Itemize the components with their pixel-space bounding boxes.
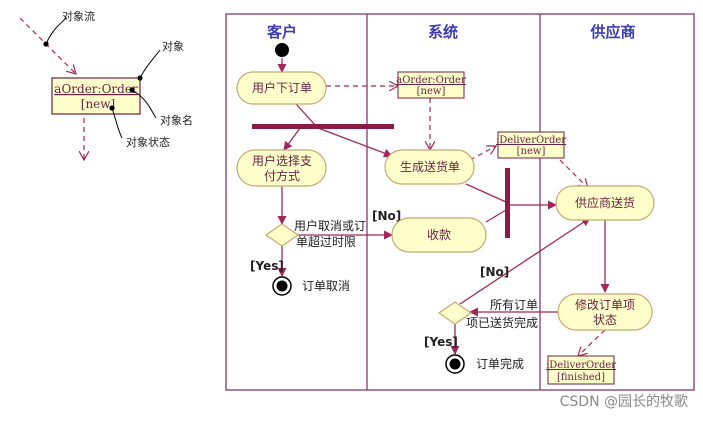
action-generate-delivery — [384, 149, 475, 185]
object-order-new — [397, 71, 465, 99]
legend-callout-state-dot — [109, 105, 115, 111]
lane-title-system: 系统 — [428, 23, 458, 41]
fork-bar — [252, 124, 394, 129]
lane-title-supplier: 供应商 — [589, 23, 635, 41]
objflow-generate-delivery-to-deliver-new — [469, 146, 496, 161]
decision-all-items-label-1: 所有订单 — [490, 298, 538, 312]
object-deliver-new — [497, 131, 565, 159]
flows — [277, 58, 610, 355]
action-supplier-deliver — [555, 185, 655, 221]
objflow-deliver-new-to-supplier-deliver — [559, 159, 588, 188]
legend-object-flow-in — [19, 17, 76, 74]
object-deliver-finished-name: :DeliverOrder — [546, 360, 616, 371]
watermark: CSDN @园长的牧歌 — [560, 394, 688, 410]
final-label-cancelled: 订单取消 — [302, 279, 350, 293]
object-deliver-new-state: [new] — [517, 146, 546, 157]
legend-callout-state — [111, 107, 123, 139]
final-node-completed-inner — [449, 358, 461, 370]
legend-callout-name — [131, 89, 157, 119]
object-order-new-state: [new] — [417, 86, 446, 97]
guard-no-2: [No] — [480, 265, 509, 279]
legend-callout-flow-dot — [43, 41, 49, 47]
join-bar — [505, 168, 510, 238]
object-deliver-finished — [547, 355, 615, 385]
action-choose-payment-label-2: 付方式 — [264, 168, 300, 183]
final-label-completed: 订单完成 — [476, 356, 524, 371]
swimlane-frame — [225, 13, 695, 391]
guard-yes-2: [Yes] — [424, 335, 458, 349]
action-collect-payment-label: 收款 — [427, 228, 451, 242]
action-collect-payment — [391, 217, 487, 253]
final-node-cancelled-inner — [276, 280, 288, 292]
action-supplier-deliver-label: 供应商送货 — [575, 195, 635, 210]
legend-callout-flow — [45, 17, 67, 45]
legend-object-box — [51, 77, 141, 115]
legend-callout-object — [139, 49, 161, 79]
object-flows — [326, 86, 606, 356]
action-modify-item-label-1: 修改订单项 — [575, 297, 635, 312]
decision-cancel — [264, 223, 300, 247]
legend-label-object-flow: 对象流 — [62, 9, 95, 23]
decision-cancel-label-1: 用户取消或订 — [294, 218, 366, 233]
guard-yes-1: [Yes] — [250, 259, 284, 273]
nodes: 用户下订单 用户选择支 付方式 用户取消或订 单超过时限 [No] [Yes] … — [236, 43, 655, 385]
action-place-order — [236, 71, 327, 105]
legend: aOrder:Order [new] 对象流 对象 对象名 对象状态 — [19, 9, 193, 160]
flow-collect-payment-to-join — [485, 209, 507, 223]
decision-all-items — [437, 301, 473, 325]
action-choose-payment — [236, 149, 327, 187]
decision-all-items-label-2: 项已送货完成 — [466, 315, 538, 330]
action-generate-delivery-label: 生成送货单 — [400, 159, 460, 174]
guard-no-1: [No] — [372, 209, 401, 223]
flow-fork-to-choose-payment — [283, 127, 301, 151]
lane-title-customer: 客户 — [266, 23, 297, 41]
object-deliver-finished-state: [finished] — [557, 372, 605, 383]
initial-node — [275, 43, 289, 57]
action-modify-item — [557, 293, 653, 331]
action-choose-payment-label-1: 用户选择支 — [252, 153, 312, 168]
decision-cancel-label-2: 单超过时限 — [296, 234, 356, 249]
legend-callout-object-dot — [137, 75, 143, 81]
legend-label-object-name: 对象名 — [160, 113, 193, 127]
legend-object-state: [new] — [81, 97, 115, 111]
objflow-modify-item-to-deliver-finished — [578, 329, 606, 356]
flow-all-items-no-to-supplier-deliver — [459, 217, 591, 305]
legend-object-name: aOrder:Order — [54, 82, 138, 96]
flow-fork-to-generate-delivery — [317, 127, 393, 158]
flow-place-order-to-fork — [295, 103, 317, 127]
action-place-order-label: 用户下订单 — [252, 80, 312, 95]
legend-label-object: 对象 — [162, 39, 184, 53]
action-modify-item-label-2: 状态 — [593, 313, 617, 327]
object-deliver-new-name: :DeliverOrder — [496, 135, 566, 146]
legend-label-object-state: 对象状态 — [126, 135, 170, 149]
swimlanes: 客户 系统 供应商 — [225, 13, 695, 391]
flow-generate-delivery-to-join — [465, 183, 507, 203]
legend-callout-name-dot — [129, 87, 135, 93]
object-order-new-name: aOrder:Order — [396, 75, 466, 86]
